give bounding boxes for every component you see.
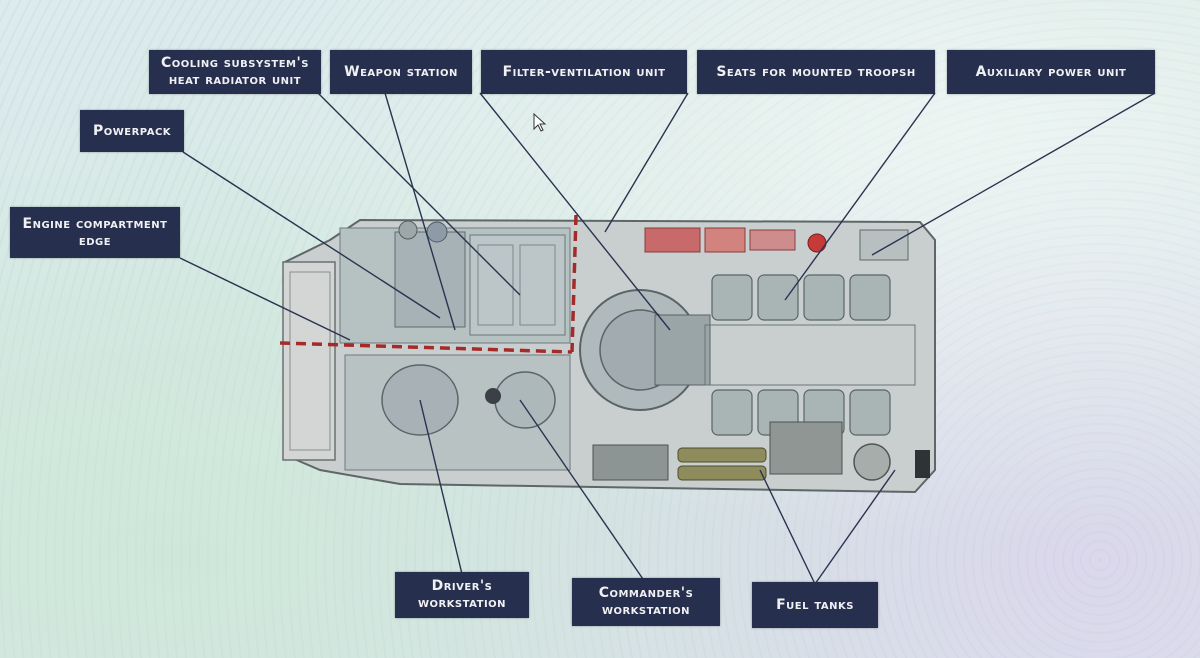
label-powerpack: Powerpack <box>80 110 184 152</box>
label-seats-troops: Seats for mounted troopsh <box>697 50 935 94</box>
label-drivers-workstation: Driver's workstation <box>395 572 529 618</box>
leader-filter-2 <box>604 92 689 233</box>
leader-lines <box>179 92 1156 585</box>
leader-cooling <box>317 92 521 296</box>
vehicle-hull <box>282 218 936 494</box>
leader-driver <box>419 399 463 575</box>
label-commanders-workstation: Commander's workstation <box>572 578 720 626</box>
leader-seats <box>784 92 936 301</box>
leader-powerpack <box>182 151 441 319</box>
leader-weapon <box>384 92 456 331</box>
leader-engine-edge <box>179 257 351 341</box>
leader-apu <box>871 92 1156 256</box>
leader-filter <box>479 92 671 331</box>
label-engine-compartment-edge: Engine compartment edge <box>10 207 180 258</box>
compartment-boundary <box>279 214 578 354</box>
label-weapon-station: Weapon station <box>330 50 472 94</box>
mouse-cursor-icon <box>533 113 547 132</box>
leader-commander <box>519 399 646 583</box>
label-filter-ventilation: Filter-ventilation unit <box>481 50 687 94</box>
leader-fuel-1 <box>759 469 816 585</box>
label-auxiliary-power-unit: Auxiliary power unit <box>947 50 1155 94</box>
label-fuel-tanks: Fuel tanks <box>752 582 878 628</box>
leader-fuel-2 <box>814 469 896 585</box>
label-cooling-radiator: Cooling subsystem's heat radiator unit <box>149 50 321 94</box>
